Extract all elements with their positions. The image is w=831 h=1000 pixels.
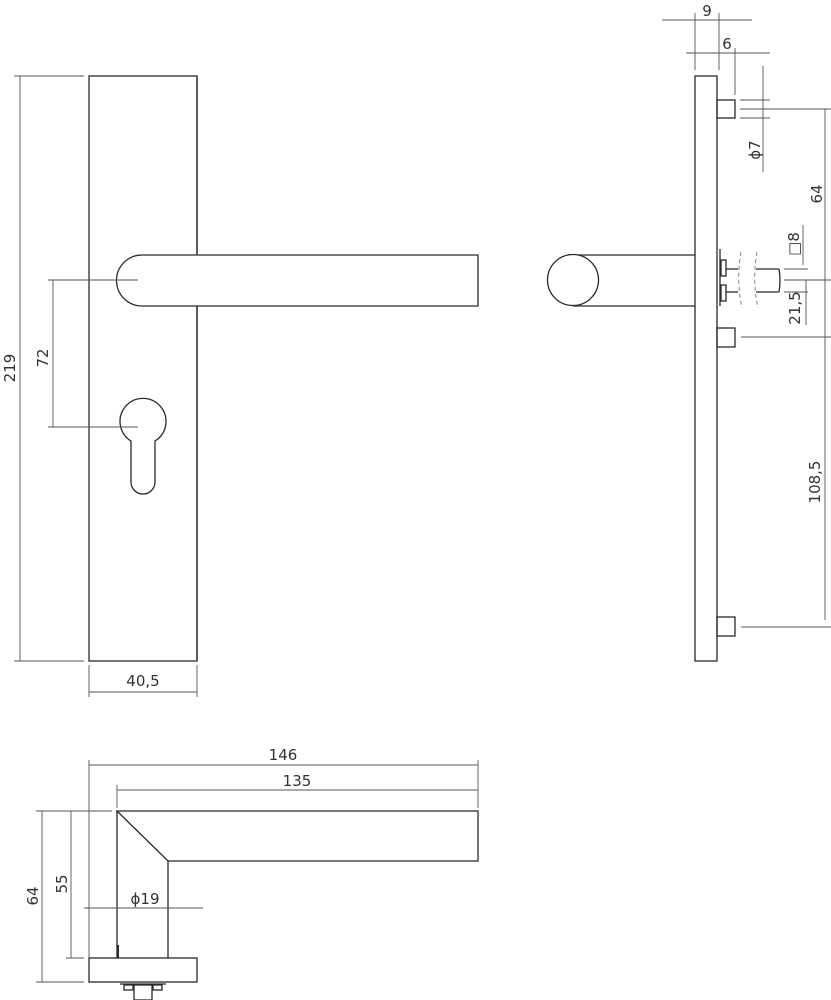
screw-boss-bottom xyxy=(716,616,736,637)
dim-handle-to-cylinder: 72 xyxy=(34,348,52,367)
lever-front xyxy=(115,254,479,307)
dim-plate-height: 219 xyxy=(1,354,19,383)
dim-screw-diameter: ϕ7 xyxy=(746,140,764,159)
backplate-side xyxy=(694,75,718,662)
dim-top-screw-to-spindle: 64 xyxy=(808,184,826,203)
screw-boss-top xyxy=(716,99,736,119)
dim-lever-height: 55 xyxy=(53,874,71,893)
rose-top xyxy=(88,957,198,983)
lever-end-circle xyxy=(546,253,600,307)
dim-screw-spacing: 108,5 xyxy=(806,461,824,504)
cylinder-keyhole xyxy=(119,397,167,495)
dim-plate-thickness: 9 xyxy=(702,2,712,20)
spindle-end xyxy=(778,268,781,293)
backplate-front xyxy=(88,75,198,662)
dim-spindle-to-screw: 21,5 xyxy=(786,291,804,324)
screw-boss-middle xyxy=(716,327,736,348)
top-view: 146 135 64 55 ϕ19 xyxy=(24,746,479,1000)
dim-lever-length: 135 xyxy=(283,772,312,790)
dim-plate-width: 40,5 xyxy=(126,672,159,690)
dim-spindle-square: □8 xyxy=(785,232,803,256)
side-view: 9 6 ϕ7 64 □8 21,5 108,5 xyxy=(546,2,831,662)
front-view: 219 72 40,5 xyxy=(1,75,479,697)
dim-overall-projection: 64 xyxy=(24,886,42,905)
dim-neck-diameter: ϕ19 xyxy=(131,890,160,908)
dim-boss-depth: 6 xyxy=(722,35,732,53)
lever-top xyxy=(115,810,479,862)
dim-overall-length: 146 xyxy=(269,746,298,764)
